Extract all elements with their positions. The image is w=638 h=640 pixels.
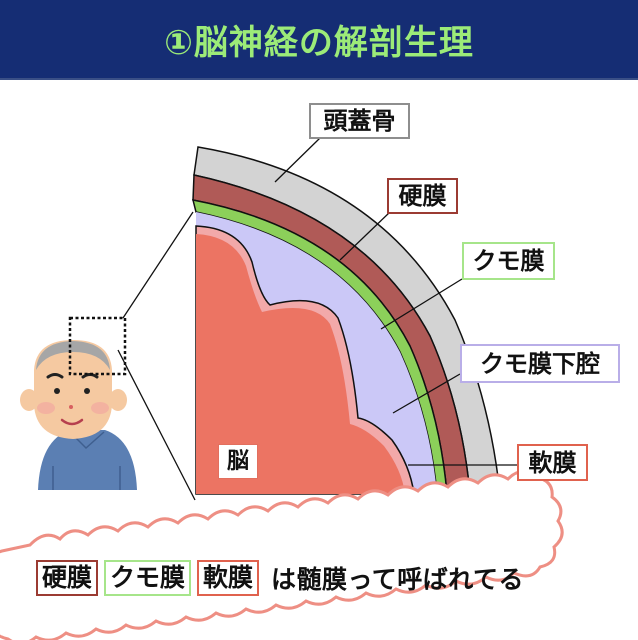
- zoom-focus-box: [68, 316, 127, 376]
- elderly-man-illustration: [20, 340, 137, 490]
- label-subarachnoid-space: クモ膜下腔: [460, 344, 620, 383]
- label-brain: 脳: [218, 444, 258, 479]
- summary-chip-dura: 硬膜: [36, 560, 99, 596]
- leader-skull: [274, 137, 321, 183]
- leader-dura: [339, 211, 391, 261]
- summary-cloud-border: [0, 470, 564, 640]
- zoom-line-bottom: [117, 349, 196, 501]
- summary-chip-pia: 軟膜: [197, 560, 260, 596]
- label-pia-mater: 軟膜: [517, 444, 588, 481]
- zoom-line-top: [122, 211, 194, 319]
- summary-chip-arachnoid: クモ膜: [104, 560, 192, 596]
- label-arachnoid: クモ膜: [462, 242, 555, 280]
- summary-sentence: 硬膜 クモ膜 軟膜 は髄膜って呼ばれてる: [36, 556, 524, 600]
- summary-text: は髄膜って呼ばれてる: [271, 565, 525, 594]
- header-banner: ①脳神経の解剖生理: [0, 0, 638, 80]
- label-skull: 頭蓋骨: [309, 103, 410, 139]
- leader-arachnoid: [380, 278, 463, 330]
- brain-tissue: [196, 234, 405, 494]
- leader-subarachnoid: [392, 373, 461, 414]
- page-title: ①脳神経の解剖生理: [164, 22, 474, 63]
- label-dura-mater: 硬膜: [387, 178, 458, 214]
